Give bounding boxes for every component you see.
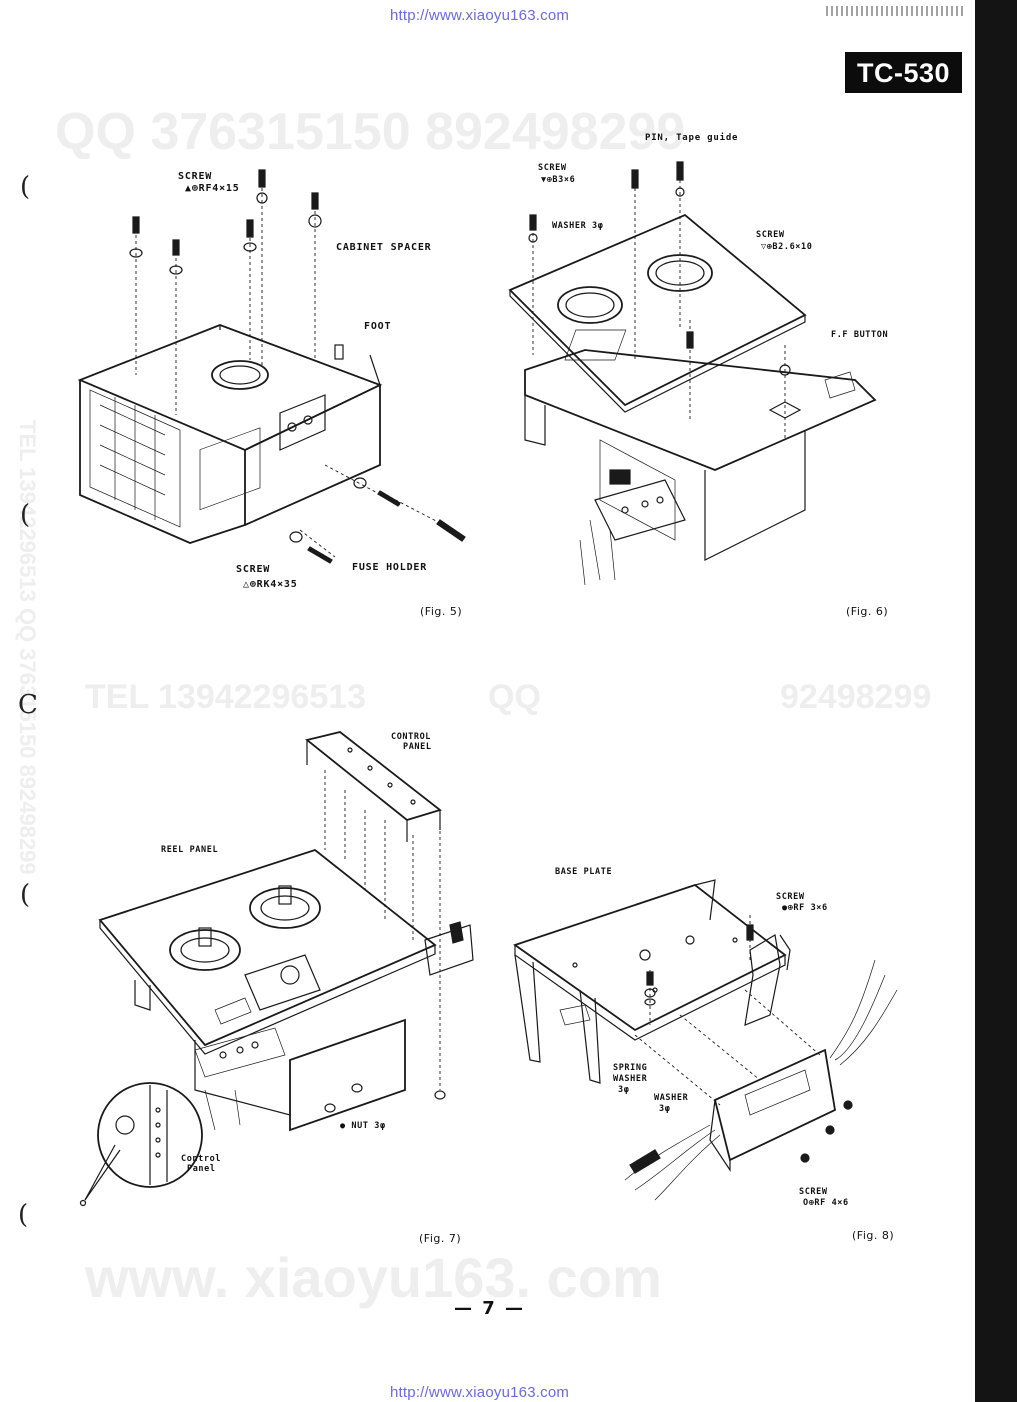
binder-mark-2: ( (20, 500, 31, 530)
watermark-bottom: www. xiaoyu163. com (85, 1246, 662, 1309)
fig8-spring-washer-label-3: 3φ (618, 1085, 630, 1095)
fig6-screw-b-label: SCREW (756, 230, 785, 240)
fig6-ff-button-label: F.F BUTTON (831, 330, 889, 340)
fig5-screw-bottom-spec: △⊕RK4×35 (243, 579, 298, 590)
fig8-screw-b-spec: O⊕RF 4×6 (803, 1198, 849, 1208)
fig8-screw-b-label: SCREW (799, 1187, 828, 1197)
page-number: — 7 — (454, 1298, 526, 1319)
fig8-base-plate-label: BASE PLATE (555, 867, 613, 877)
watermark-top: QQ 376315150 892498299 (55, 103, 686, 161)
fig7-inset-label-2: Panel (187, 1164, 216, 1174)
fig8-washer-label-2: 3φ (659, 1104, 671, 1114)
scan-noise (826, 6, 966, 16)
fig5-foot-label: FOOT (364, 321, 392, 332)
fig5-screw-spec: ▲⊕RF4×15 (185, 183, 240, 194)
source-url-top[interactable]: http://www.xiaoyu163.com (390, 7, 570, 24)
fig5-screw-label: SCREW (178, 171, 213, 182)
fig6-screw-b-spec: ▽⊕B2.6×10 (761, 242, 813, 252)
source-url-bottom[interactable]: http://www.xiaoyu163.com (390, 1384, 570, 1401)
fig6-screw-a-label: SCREW (538, 163, 567, 173)
fig7-control-panel-label-2: PANEL (403, 742, 432, 752)
watermark-middle-center: QQ (488, 678, 541, 716)
watermark-middle-left: TEL 13942296513 (85, 678, 367, 716)
binder-mark-4: ( (20, 880, 31, 910)
fig5-fuse-holder-label: FUSE HOLDER (352, 562, 428, 573)
watermark-middle-right: 92498299 (780, 678, 932, 716)
fig7-control-panel-label-1: CONTROL (391, 732, 432, 742)
scan-edge-bar (975, 0, 1017, 1402)
fig7-inset-label-1: Control (181, 1154, 222, 1164)
fig6-screw-a-spec: ▼⊕B3×6 (541, 175, 576, 185)
fig7-nut-label: ● NUT 3φ (340, 1121, 386, 1131)
watermark-vertical: TEL 13942296513 QQ 376315150 892498299 (15, 420, 40, 875)
fig5-drawing (77, 169, 466, 564)
fig5-screw-bottom-label: SCREW (236, 564, 271, 575)
binder-mark-5: ( (18, 1200, 29, 1230)
fig8-spring-washer-label-1: SPRING (613, 1063, 648, 1073)
fig8-spring-washer-label-2: WASHER (613, 1074, 648, 1084)
fig5-caption: (Fig. 5) (420, 605, 463, 618)
fig8-screw-a-spec: ●⊕RF 3×6 (782, 903, 828, 913)
fig6-pin-label: PIN, Tape guide (645, 133, 739, 143)
fig8-drawing (513, 879, 898, 1201)
fig5-cabinet-spacer-label: CABINET SPACER (336, 242, 432, 253)
fig6-caption: (Fig. 6) (846, 605, 889, 618)
fig6-drawing (508, 161, 877, 586)
fig7-reel-panel-label: REEL PANEL (161, 845, 219, 855)
fig8-screw-a-label: SCREW (776, 892, 805, 902)
model-badge: TC-530 (845, 52, 963, 93)
fig8-washer-label-1: WASHER (654, 1093, 689, 1103)
fig7-drawing (79, 731, 474, 1207)
fig7-caption: (Fig. 7) (419, 1232, 462, 1245)
binder-mark-1: ( (20, 172, 31, 202)
fig6-washer-label: WASHER 3φ (552, 221, 604, 231)
fig8-caption: (Fig. 8) (852, 1229, 895, 1242)
binder-mark-3: C (18, 690, 38, 720)
